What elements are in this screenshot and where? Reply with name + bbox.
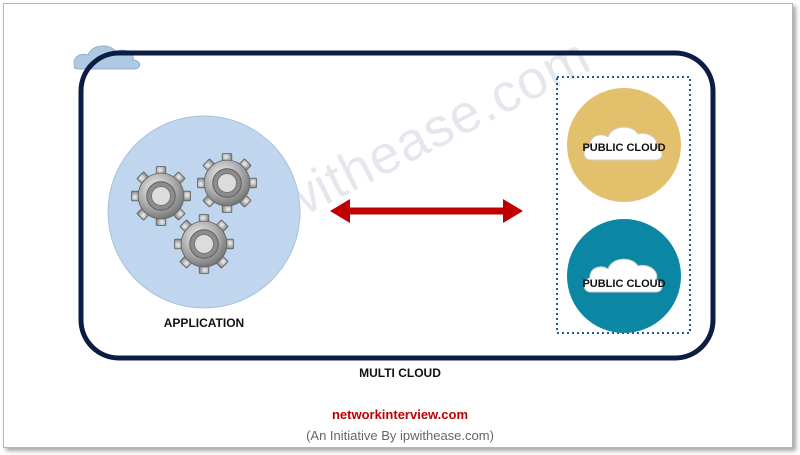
cloud-icon [583,258,663,293]
multi-cloud-boundary [78,50,716,361]
public-cloud-group [556,76,691,334]
cloud-icon [583,126,663,161]
application-label: APPLICATION [163,316,245,330]
public-cloud-label-2: PUBLIC CLOUD [582,278,666,290]
application-circle [107,115,301,309]
tagline: (An Initiative By ipwithease.com) [306,428,494,443]
double-arrow-icon [330,199,523,223]
public-cloud-label-1: PUBLIC CLOUD [582,142,666,154]
multi-cloud-label: MULTI CLOUD [359,366,441,380]
site-name: networkinterview.com [331,407,469,422]
